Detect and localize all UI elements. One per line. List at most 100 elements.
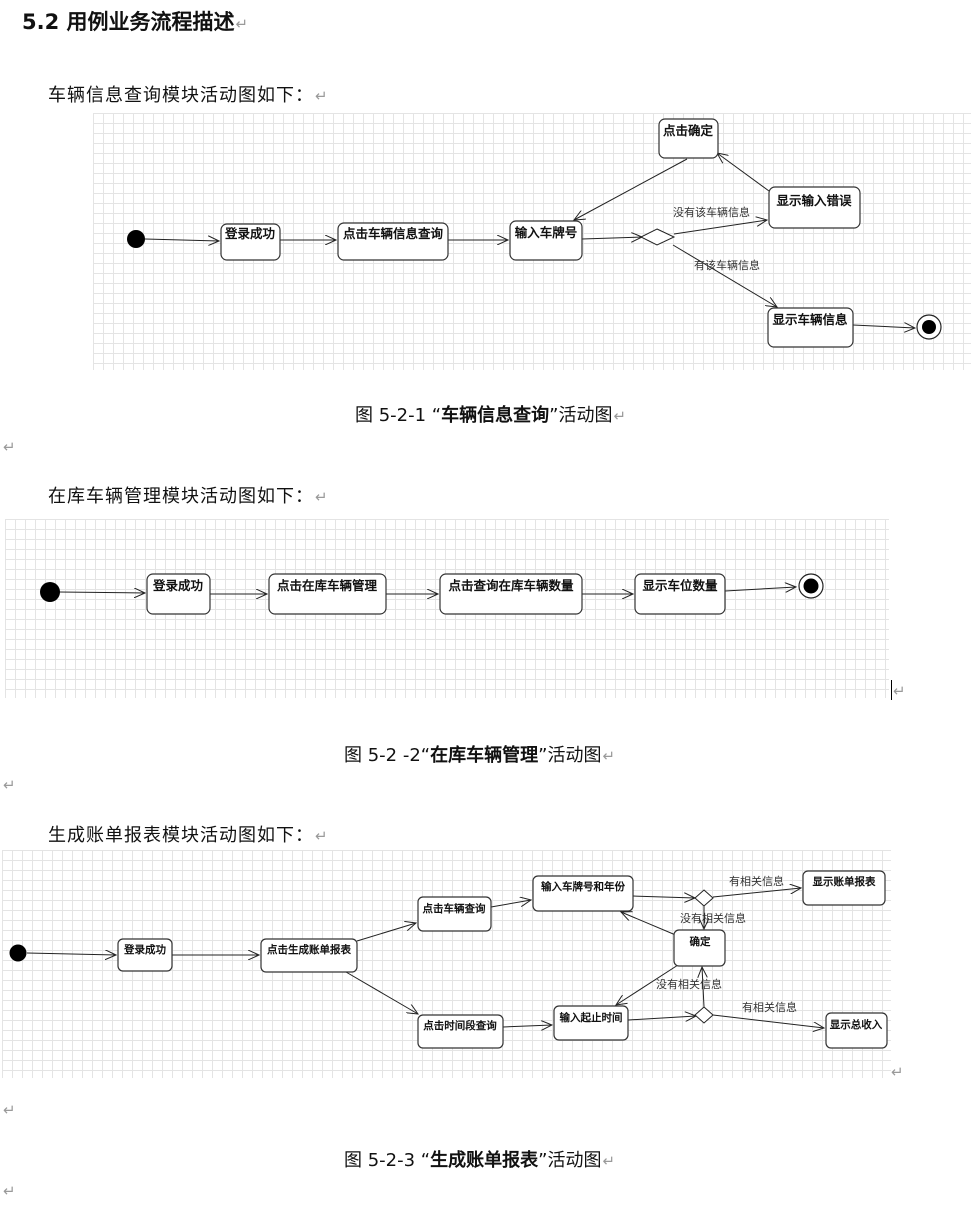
node-input-plate-label: 输入车牌号 (515, 225, 578, 240)
node-click-confirm-label: 点击确定 (663, 123, 714, 138)
empty-paragraph-mark: ↵ (3, 1182, 16, 1200)
decision-node-bottom (694, 1006, 714, 1024)
node-query-count-label: 点击查询在库车辆数量 (448, 578, 574, 593)
section1-intro: 车辆信息查询模块活动图如下：↵ (48, 81, 329, 107)
node-vehicle-query: 点击车辆查询 (417, 896, 492, 932)
node-show-total-label: 显示总收入 (830, 1018, 883, 1031)
initial-node (40, 582, 60, 602)
edge-show-end (852, 325, 915, 328)
node-show-error: 显示输入错误 (768, 186, 861, 229)
node-time-period: 点击时间段查询 (417, 1014, 504, 1049)
caption1-suffix: ”活动图 (549, 405, 613, 426)
edge-decision-error (673, 220, 767, 235)
return-mark: ↵ (613, 407, 627, 425)
return-mark: ↵ (602, 1152, 616, 1170)
node-show-spaces: 显示车位数量 (634, 573, 726, 615)
edge-decision-report (712, 888, 801, 898)
caption1-name: 车辆信息查询 (441, 405, 550, 426)
node-bill-report-label: 点击生成账单报表 (267, 943, 351, 956)
edge-report-period (345, 971, 418, 1014)
node-plate-year-label: 输入车牌号和年份 (541, 880, 625, 893)
node-show-total: 显示总收入 (825, 1012, 888, 1049)
section-heading: 5.2 用例业务流程描述↵ (22, 6, 248, 36)
return-mark: ↵ (235, 15, 249, 33)
node-vehicle-query-label: 点击车辆查询 (423, 902, 486, 915)
node-show-error-label: 显示输入错误 (776, 193, 852, 208)
guard-no-info-bottom: 没有相关信息 (656, 977, 722, 991)
edge-decision-show (672, 244, 777, 307)
section2-intro: 在库车辆管理模块活动图如下：↵ (48, 482, 329, 508)
node-show-report-label: 显示账单报表 (813, 875, 876, 888)
node-show-vehicle: 显示车辆信息 (767, 307, 854, 348)
guard-no-info-top: 没有相关信息 (680, 911, 746, 925)
edge-period-time (502, 1025, 552, 1027)
guard-has-vehicle: 有该车辆信息 (694, 258, 760, 272)
edge-decision-confirm-up (702, 967, 704, 1008)
caption2-prefix: 图 5-2 -2“ (344, 745, 431, 766)
empty-paragraph-mark: ↵ (893, 682, 906, 700)
caption1-prefix: 图 5-2-1 “ (355, 405, 442, 426)
diagram-bill-report: 登录成功 点击生成账单报表 点击车辆查询 输入车牌号和年份 显示账单报表 确定 … (2, 850, 891, 1078)
node-show-spaces-label: 显示车位数量 (642, 578, 718, 593)
node-input-time: 输入起止时间 (553, 1005, 629, 1041)
edge-confirm-time (616, 964, 679, 1005)
figure-caption-3: 图 5-2-3 “生成账单报表”活动图↵ (344, 1146, 615, 1172)
caption3-suffix: ”活动图 (538, 1150, 602, 1171)
node-login: 登录成功 (117, 938, 173, 972)
edge-start-login (26, 953, 116, 955)
caption2-name: 在库车辆管理 (430, 745, 539, 766)
edge-time-decision (627, 1016, 696, 1020)
empty-paragraph-mark: ↵ (891, 1063, 904, 1081)
node-login-label: 登录成功 (224, 226, 275, 241)
section3-intro: 生成账单报表模块活动图如下：↵ (48, 821, 329, 847)
caption3-name: 生成账单报表 (430, 1150, 539, 1171)
section3-intro-text: 生成账单报表模块活动图如下： (48, 825, 314, 846)
figure-caption-2: 图 5-2 -2“在库车辆管理”活动图↵ (344, 741, 615, 767)
guard-no-vehicle: 没有该车辆信息 (673, 205, 750, 219)
initial-node (9, 944, 27, 962)
return-mark: ↵ (315, 87, 329, 105)
empty-paragraph-mark: ↵ (3, 1101, 16, 1119)
final-node-inner (922, 320, 936, 334)
guard-has-info-top: 有相关信息 (729, 874, 784, 888)
node-show-report: 显示账单报表 (802, 870, 886, 906)
node-confirm: 确定 (673, 929, 726, 967)
edge-confirm-plate (574, 158, 688, 220)
edge-decision-total (712, 1014, 824, 1028)
empty-paragraph-mark: ↵ (3, 438, 16, 456)
return-mark: ↵ (315, 488, 329, 506)
node-login-label: 登录成功 (123, 943, 166, 956)
edge-confirm-plate (621, 912, 679, 937)
node-query-count: 点击查询在库车辆数量 (439, 573, 583, 615)
final-node-inner (803, 578, 819, 594)
figure-caption-1: 图 5-2-1 “车辆信息查询”活动图↵ (355, 401, 626, 427)
guard-has-info-bottom: 有相关信息 (742, 1000, 797, 1014)
node-show-vehicle-label: 显示车辆信息 (772, 312, 848, 327)
node-bill-report: 点击生成账单报表 (260, 938, 358, 973)
node-confirm-label: 确定 (690, 935, 711, 948)
section1-intro-text: 车辆信息查询模块活动图如下： (48, 85, 314, 106)
edge-start-login (58, 592, 145, 593)
section2-intro-text: 在库车辆管理模块活动图如下： (48, 486, 314, 507)
decision-node (639, 228, 676, 246)
caption2-suffix: ”活动图 (538, 745, 602, 766)
node-login: 登录成功 (220, 223, 281, 261)
edge-error-confirm (717, 153, 770, 192)
edge-report-vehicle (356, 923, 416, 942)
edge-start-login (144, 239, 219, 241)
section-heading-text: 5.2 用例业务流程描述 (22, 10, 235, 34)
edge-plate-decision (581, 237, 642, 239)
initial-node (127, 230, 145, 248)
edge-vehicle-plate (490, 900, 531, 908)
node-input-plate: 输入车牌号 (509, 220, 583, 261)
text-cursor (891, 680, 892, 700)
node-stock-management: 点击在库车辆管理 (268, 573, 387, 615)
edge-spaces-end (724, 587, 796, 591)
decision-node-top (694, 889, 714, 907)
caption3-prefix: 图 5-2-3 “ (344, 1150, 431, 1171)
node-vehicle-query-label: 点击车辆信息查询 (343, 226, 444, 241)
diagram-stock-management: 登录成功 点击在库车辆管理 点击查询在库车辆数量 显示车位数量 (5, 519, 889, 698)
node-input-time-label: 输入起止时间 (560, 1011, 623, 1024)
empty-paragraph-mark: ↵ (3, 776, 16, 794)
return-mark: ↵ (602, 747, 616, 765)
